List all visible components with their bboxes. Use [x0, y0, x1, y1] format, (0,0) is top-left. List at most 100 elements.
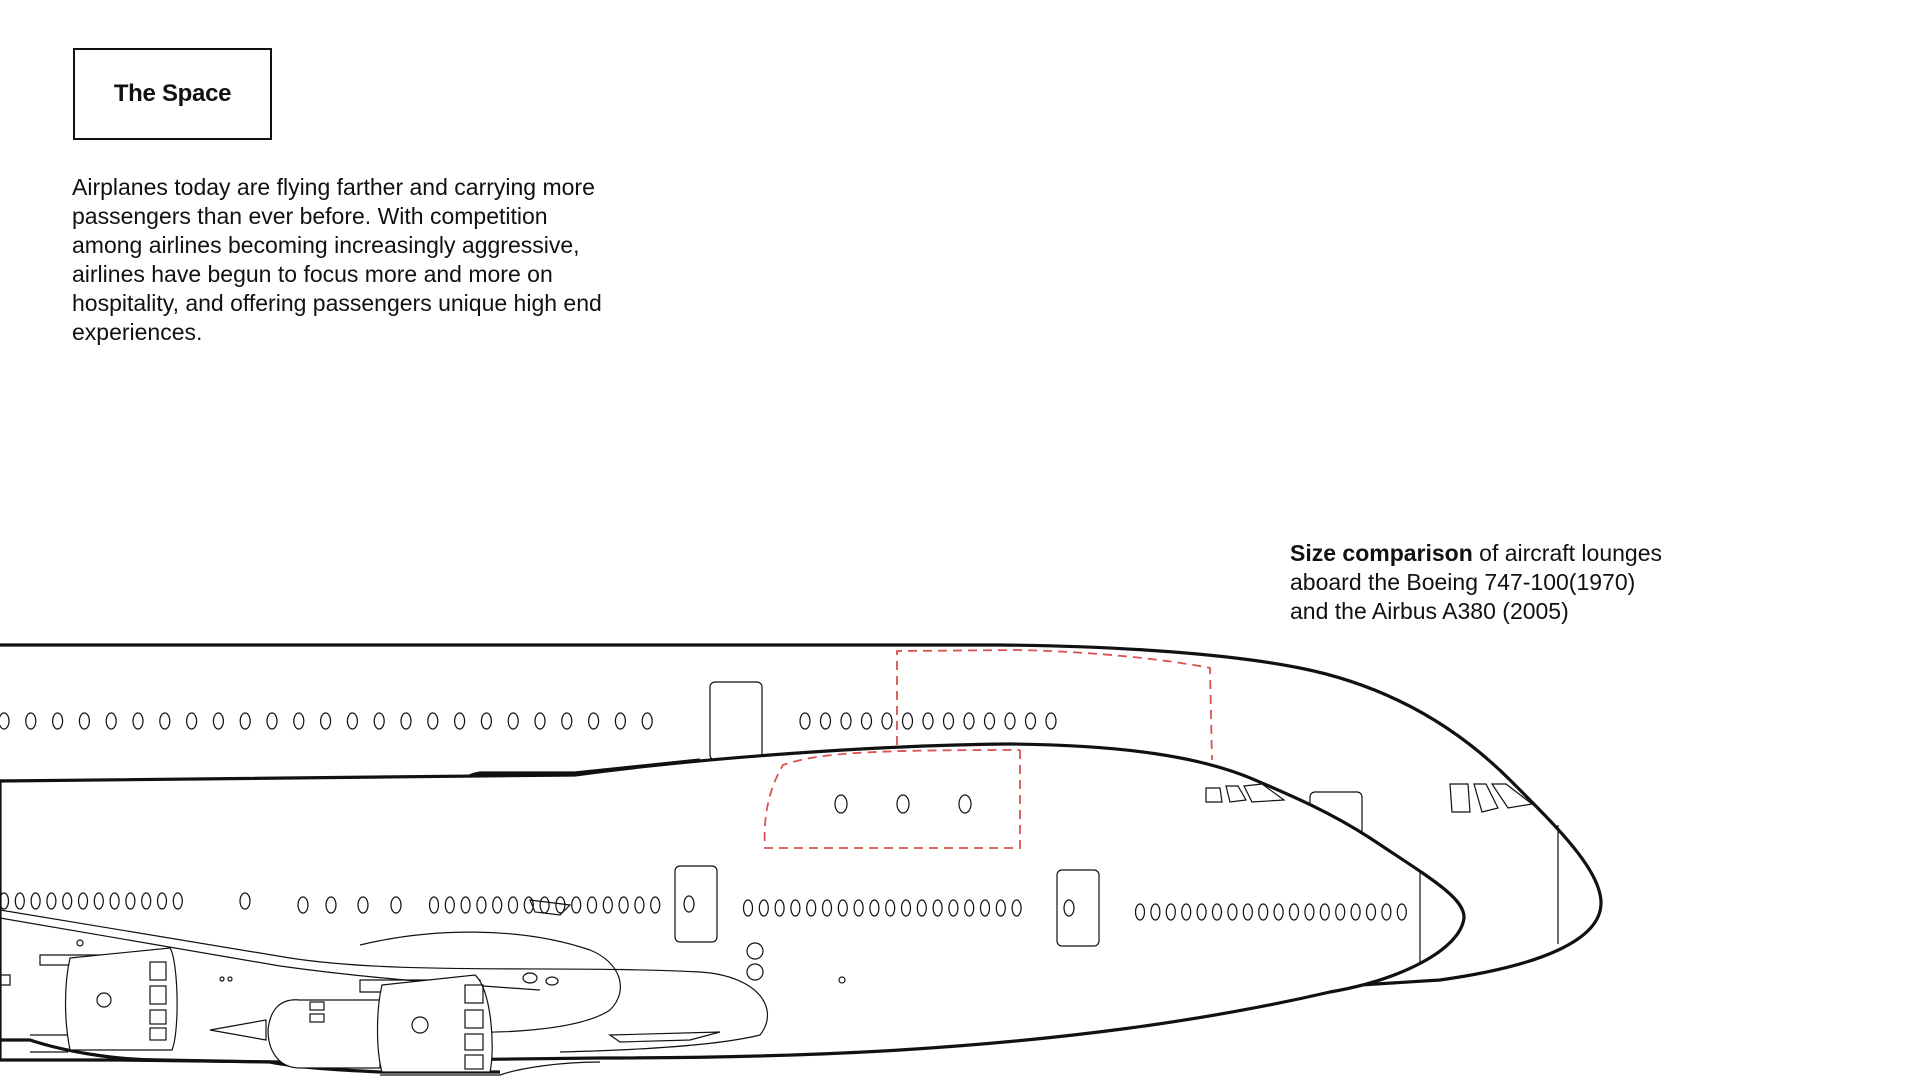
a380-cockpit-window: [1449, 783, 1471, 813]
window-icon: [357, 896, 369, 914]
b747-engine-outboard: [0, 947, 178, 1053]
window-icon: [1196, 903, 1207, 921]
window-icon: [983, 712, 996, 730]
window-icon: [602, 896, 613, 914]
window-icon: [266, 712, 278, 730]
window-icon: [916, 899, 927, 917]
section-title-box: The Space: [73, 48, 272, 140]
b747-door: [674, 865, 718, 943]
window-icon: [758, 899, 769, 917]
window-icon: [62, 892, 73, 910]
window-icon: [172, 892, 183, 910]
caption-line-1: Size comparison of aircraft lounges: [1290, 539, 1770, 568]
window-icon: [774, 899, 785, 917]
window-icon: [942, 712, 955, 730]
b747-vent: [522, 972, 538, 984]
window-icon: [900, 899, 912, 917]
window-icon: [156, 892, 168, 910]
window-icon: [14, 892, 25, 910]
window-icon: [427, 712, 439, 730]
window-icon: [507, 896, 519, 914]
b747-port: [746, 963, 764, 981]
b747-port: [838, 976, 846, 984]
window-icon: [325, 896, 337, 914]
window-icon: [78, 712, 91, 730]
b747-cockpit-window: [1225, 785, 1247, 803]
b747-port: [76, 939, 84, 947]
b747-door-window: [683, 895, 695, 913]
intro-line: hospitality, and offering passengers uni…: [72, 290, 602, 316]
window-icon: [614, 712, 627, 730]
window-icon: [46, 892, 57, 910]
window-icon: [51, 712, 64, 730]
window-icon: [995, 899, 1006, 917]
intro-line: experiences.: [72, 319, 203, 345]
window-icon: [837, 899, 848, 917]
window-icon: [1024, 712, 1037, 730]
window-icon: [860, 712, 873, 730]
window-icon: [1004, 712, 1016, 730]
b747-main-windows: [0, 892, 1407, 921]
window-icon: [476, 896, 487, 914]
caption-line-2: aboard the Boeing 747-100(1970): [1290, 569, 1636, 595]
b747-wing-trailing-edge: [0, 917, 541, 991]
b747-port: [219, 976, 225, 982]
window-icon: [869, 899, 880, 917]
b747-door-window: [1063, 899, 1075, 917]
a380-upper-windows: [0, 712, 653, 730]
window-icon: [790, 899, 801, 917]
window-icon: [141, 892, 152, 910]
window-icon: [1134, 903, 1146, 921]
b747-cockpit-window: [1205, 787, 1223, 803]
b747-aircraft: [0, 742, 1466, 1064]
window-icon: [932, 899, 943, 917]
window-icon: [634, 896, 645, 914]
window-icon: [1045, 712, 1057, 730]
window-icon: [77, 892, 89, 910]
b747-hump-window: [958, 794, 972, 814]
b747-belly-line: [0, 1038, 500, 1074]
window-icon: [819, 712, 832, 730]
window-icon: [534, 712, 546, 730]
b747-details: [0, 783, 1421, 1076]
window-icon: [93, 892, 104, 910]
window-icon: [1273, 903, 1284, 921]
caption-bold: Size comparison: [1290, 540, 1473, 566]
window-icon: [901, 712, 914, 730]
window-icon: [821, 899, 833, 917]
window-icon: [159, 712, 171, 730]
b747-engine-inboard: [209, 974, 601, 1076]
window-icon: [618, 896, 629, 914]
intro-line: Airplanes today are flying farther and c…: [72, 174, 595, 200]
window-icon: [979, 899, 991, 917]
window-icon: [320, 712, 332, 730]
window-icon: [25, 712, 37, 730]
window-icon: [963, 712, 975, 730]
caption-line-1-rest: of aircraft lounges: [1472, 540, 1662, 566]
window-icon: [1150, 903, 1161, 921]
window-icon: [444, 896, 455, 914]
window-icon: [1304, 903, 1315, 921]
intro-line: passengers than ever before. With compet…: [72, 203, 548, 229]
window-icon: [507, 712, 519, 730]
window-icon: [109, 892, 120, 910]
window-icon: [293, 712, 305, 730]
window-icon: [132, 712, 144, 730]
b747-hump-window: [834, 794, 848, 814]
window-icon: [1011, 899, 1022, 917]
window-icon: [881, 712, 893, 730]
window-icon: [454, 712, 466, 730]
b747-door: [1056, 869, 1100, 947]
a380-cockpit-window: [1490, 783, 1534, 809]
window-icon: [523, 896, 534, 914]
window-icon: [650, 896, 661, 914]
window-icon: [0, 712, 10, 730]
window-icon: [30, 892, 41, 910]
intro-line: among airlines becoming increasingly agg…: [72, 232, 580, 258]
b747-wing-leading-edge: [0, 909, 769, 1053]
window-icon: [587, 712, 600, 730]
window-icon: [641, 712, 653, 730]
window-icon: [1381, 903, 1392, 921]
window-icon: [922, 712, 934, 730]
size-comparison-caption: Size comparison of aircraft lounges aboa…: [1290, 539, 1770, 626]
